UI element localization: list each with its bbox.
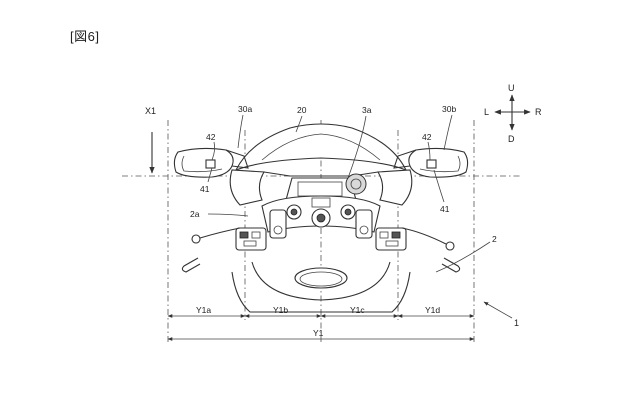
fork-tubes bbox=[269, 209, 373, 239]
label-41-left: 41 bbox=[200, 184, 210, 194]
figure-label: [図6] bbox=[70, 29, 100, 44]
label-2: 2 bbox=[492, 234, 497, 244]
leader-lines bbox=[207, 114, 513, 319]
triple-clamp bbox=[261, 195, 381, 233]
reference-numerals: 30a 20 3a 30b 42 42 41 41 2a 2 1 bbox=[190, 104, 519, 328]
right-switch-box bbox=[375, 227, 407, 251]
dim-y1c: Y1c bbox=[350, 305, 365, 315]
label-30a: 30a bbox=[238, 104, 252, 114]
right-handlebar bbox=[373, 227, 461, 273]
left-switch-box bbox=[235, 227, 267, 251]
label-2a: 2a bbox=[190, 209, 200, 219]
label-1: 1 bbox=[514, 318, 519, 328]
direction-left-label: L bbox=[484, 107, 489, 117]
instrument-cluster bbox=[285, 173, 367, 201]
front-cowl bbox=[229, 169, 413, 206]
label-20: 20 bbox=[297, 105, 307, 115]
direction-right-label: R bbox=[535, 107, 542, 117]
tank-body bbox=[231, 261, 411, 313]
right-lever-tip bbox=[445, 241, 455, 251]
label-30b: 30b bbox=[442, 104, 456, 114]
dim-y1a: Y1a bbox=[196, 305, 211, 315]
left-mirror bbox=[173, 147, 249, 178]
x1-indicator: X1 bbox=[145, 106, 156, 174]
windscreen bbox=[234, 123, 408, 172]
label-3a: 3a bbox=[362, 105, 372, 115]
label-41-right: 41 bbox=[440, 204, 450, 214]
direction-indicator: U D L R bbox=[484, 83, 542, 144]
dim-y1d: Y1d bbox=[425, 305, 440, 315]
right-mirror bbox=[393, 147, 469, 178]
dim-y1b: Y1b bbox=[273, 305, 288, 315]
direction-down-label: D bbox=[508, 134, 515, 144]
direction-up-label: U bbox=[508, 83, 515, 93]
x1-label: X1 bbox=[145, 106, 156, 116]
label-42-right: 42 bbox=[422, 132, 432, 142]
left-handlebar bbox=[181, 227, 269, 273]
left-lever-tip bbox=[191, 234, 201, 244]
reservoir-cap-3a bbox=[345, 173, 367, 195]
dim-y1: Y1 bbox=[313, 328, 324, 338]
dimension-lines: Y1a Y1b Y1c Y1d Y1 bbox=[167, 305, 475, 341]
label-42-left: 42 bbox=[206, 132, 216, 142]
